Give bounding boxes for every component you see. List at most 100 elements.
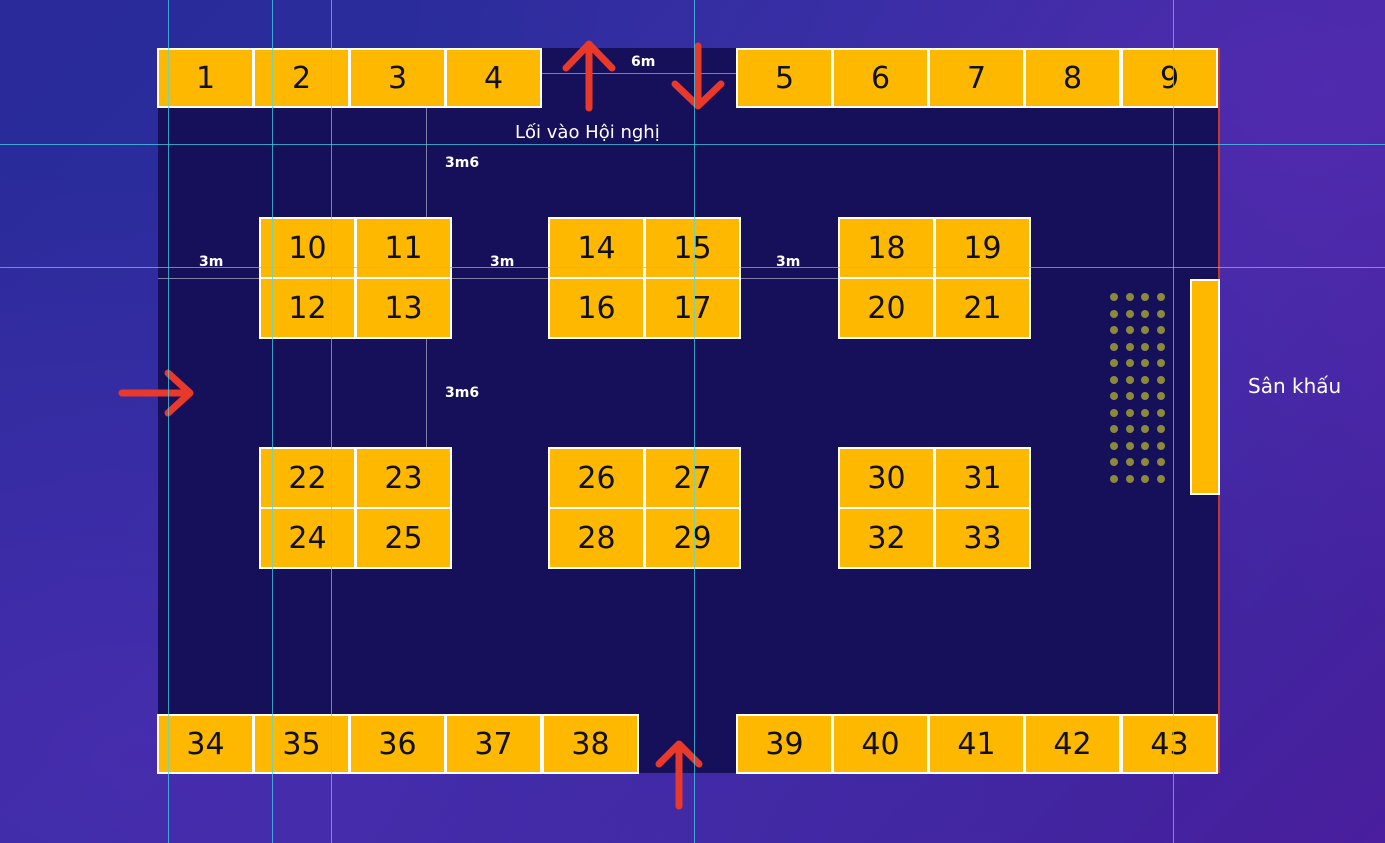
booth-5[interactable]: 5 [736,48,833,108]
dim-line-3m-row [158,278,848,279]
booth-20[interactable]: 20 [838,277,935,339]
booth-30[interactable]: 30 [838,447,935,509]
seat-dot [1125,474,1134,483]
seat-dot [1110,408,1118,417]
seat-dot [1141,326,1149,334]
booth-32[interactable]: 32 [838,507,935,569]
booth-21[interactable]: 21 [934,277,1031,339]
stage[interactable] [1190,279,1220,495]
seat-dot [1125,293,1134,301]
entrance-label: Lối vào Hội nghị [515,122,660,143]
seat-dot [1125,458,1134,466]
guide-line [272,0,273,843]
guide-line [0,144,1385,145]
guide-line [168,0,169,843]
booth-28[interactable]: 28 [548,507,645,569]
booth-37[interactable]: 37 [445,714,542,774]
arrow-up-bottom-entrance-icon [655,740,703,810]
seat-dot [1156,392,1165,400]
booth-42[interactable]: 42 [1024,714,1121,774]
seat-dot [1156,326,1165,334]
booth-38[interactable]: 38 [542,714,639,774]
booth-8[interactable]: 8 [1024,48,1121,108]
guide-line [0,267,1385,268]
dim-label-3m6-top: 3m6 [445,155,480,171]
seat-dot [1125,359,1134,367]
seat-dot [1141,392,1149,400]
booth-24[interactable]: 24 [259,507,356,569]
arrow-up-entrance-icon [562,40,616,112]
dim-label-3m-b: 3m [776,254,801,270]
booth-25[interactable]: 25 [355,507,452,569]
seat-dot [1156,342,1165,351]
booth-3[interactable]: 3 [349,48,446,108]
seat-dot [1156,441,1165,450]
seat-dot [1156,375,1165,384]
booth-1[interactable]: 1 [157,48,254,108]
seat-dot [1156,309,1165,318]
seat-dot [1110,441,1118,450]
booth-11[interactable]: 11 [355,217,452,279]
booth-39[interactable]: 39 [736,714,833,774]
booth-43[interactable]: 43 [1121,714,1218,774]
seat-dot [1125,392,1134,400]
booth-34[interactable]: 34 [157,714,254,774]
seat-dot [1141,408,1149,417]
dim-line-3m6-top [426,108,427,218]
seat-dot [1141,375,1149,384]
guide-line [1173,0,1174,843]
seat-dot [1141,359,1149,367]
booth-22[interactable]: 22 [259,447,356,509]
guide-line [331,0,332,843]
booth-6[interactable]: 6 [832,48,929,108]
booth-17[interactable]: 17 [644,277,741,339]
booth-33[interactable]: 33 [934,507,1031,569]
booth-10[interactable]: 10 [259,217,356,279]
booth-41[interactable]: 41 [928,714,1025,774]
seat-dot [1110,359,1118,367]
booth-40[interactable]: 40 [832,714,929,774]
booth-26[interactable]: 26 [548,447,645,509]
seat-dot [1156,474,1165,483]
seat-dot [1156,408,1165,417]
booth-36[interactable]: 36 [349,714,446,774]
booth-35[interactable]: 35 [253,714,350,774]
arrow-down-entrance-icon [671,42,725,110]
booth-4[interactable]: 4 [445,48,542,108]
exhibition-floor [158,48,1220,773]
booth-15[interactable]: 15 [644,217,741,279]
booth-14[interactable]: 14 [548,217,645,279]
seat-dot [1125,425,1134,433]
seat-dot [1110,474,1118,483]
booth-12[interactable]: 12 [259,277,356,339]
booth-19[interactable]: 19 [934,217,1031,279]
seat-dot [1141,458,1149,466]
stage-label: Sân khấu [1248,374,1342,398]
booth-7[interactable]: 7 [928,48,1025,108]
dim-label-3m-a: 3m [490,254,515,270]
seat-dot [1125,342,1134,351]
seat-dot [1156,425,1165,433]
booth-29[interactable]: 29 [644,507,741,569]
dim-line-3m6-mid [426,339,427,447]
arrow-right-side-entrance-icon [118,369,194,417]
booth-31[interactable]: 31 [934,447,1031,509]
seat-dot [1156,458,1165,466]
seat-dot [1141,441,1149,450]
booth-18[interactable]: 18 [838,217,935,279]
seat-dot [1110,375,1118,384]
booth-13[interactable]: 13 [355,277,452,339]
seat-dot [1125,309,1134,318]
seat-dot [1125,375,1134,384]
seat-dot [1110,326,1118,334]
seat-dot [1141,425,1149,433]
seat-dot [1110,309,1118,318]
dim-line-6m [542,73,736,74]
booth-9[interactable]: 9 [1121,48,1218,108]
dim-label-3m-left: 3m [199,254,224,270]
booth-16[interactable]: 16 [548,277,645,339]
booth-27[interactable]: 27 [644,447,741,509]
booth-2[interactable]: 2 [253,48,350,108]
booth-23[interactable]: 23 [355,447,452,509]
seat-dot [1110,458,1118,466]
